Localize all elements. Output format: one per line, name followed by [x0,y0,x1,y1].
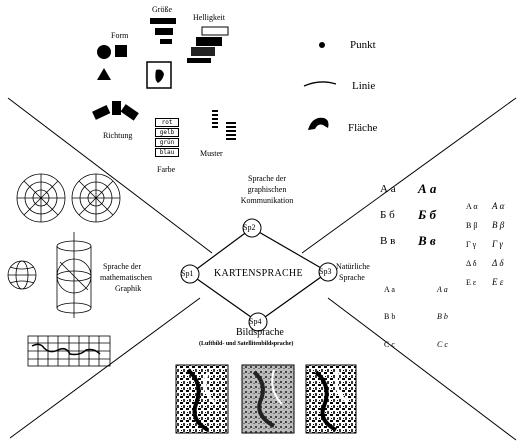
math-language-line2: mathematischen [100,273,152,282]
sp1-label: Sp1 [181,269,194,278]
point-label: Punkt [350,39,376,51]
greek-row-plain: Δ δ [466,259,477,268]
latin-row-plain: C c [384,340,395,349]
image-language-line1: Bildsprache [236,327,284,338]
image-language-line2: (Luftbild- und Satellitenbildsprache) [199,341,294,347]
sp4-label: Sp4 [249,317,262,326]
satellite-image-1 [175,364,229,434]
color-label: Farbe [157,165,176,174]
area-label: Fläche [348,122,378,134]
natural-language-line1: Natürliche [336,262,370,271]
greek-row-italic: Α α [492,201,505,211]
cyrillic-row-plain: А а [380,183,396,195]
greek-row-plain: Γ γ [466,240,477,249]
latin-row-plain: B b [384,312,396,321]
latin-row-italic: A a [437,285,448,294]
math-language-line3: Graphik [115,284,142,293]
latin-row-italic: C c [437,340,448,349]
latin-row-plain: A a [384,285,395,294]
math-language-line1: Sprache der [103,262,141,271]
sp2-label: Sp2 [243,223,256,232]
latin-row-italic: B b [437,312,448,321]
greek-row-italic: Β β [492,220,505,230]
graphic-language-line1: Sprache der [248,174,286,183]
color-tag-blue: blau [155,148,179,157]
direction-label: Richtung [103,131,133,140]
form-label: Form [111,31,129,40]
cyrillic-row-italic: А а [418,181,437,196]
graphic-language-line2: graphischen [247,185,287,194]
cyrillic-row-italic: В в [418,233,436,248]
greek-row-plain: Ε ε [466,278,477,287]
center-title: KARTENSPRACHE [214,268,303,279]
satellite-image-3 [305,364,357,434]
sp3-label: Sp3 [319,267,332,276]
pattern-label: Muster [200,149,223,158]
color-tag-red: rot [155,118,179,127]
greek-row-italic: Γ γ [492,239,503,249]
cyrillic-row-plain: Б б [380,209,395,221]
greek-row-plain: Α α [466,202,478,211]
greek-row-italic: Δ δ [492,258,504,268]
size-label: Größe [152,5,172,14]
natural-language-line2: Sprache [339,273,365,282]
greek-row-plain: Β β [466,221,478,230]
satellite-image-2 [241,364,295,434]
cyrillic-row-italic: Б б [418,207,436,222]
line-label: Linie [352,80,376,92]
brightness-label: Helligkeit [193,13,225,22]
graphic-language-line3: Kommunikation [240,196,294,205]
cyrillic-row-plain: В в [380,235,396,247]
color-tag-yellow: gelb [155,128,179,137]
greek-row-italic: Ε ε [492,277,504,287]
color-tag-green: grün [155,138,179,147]
